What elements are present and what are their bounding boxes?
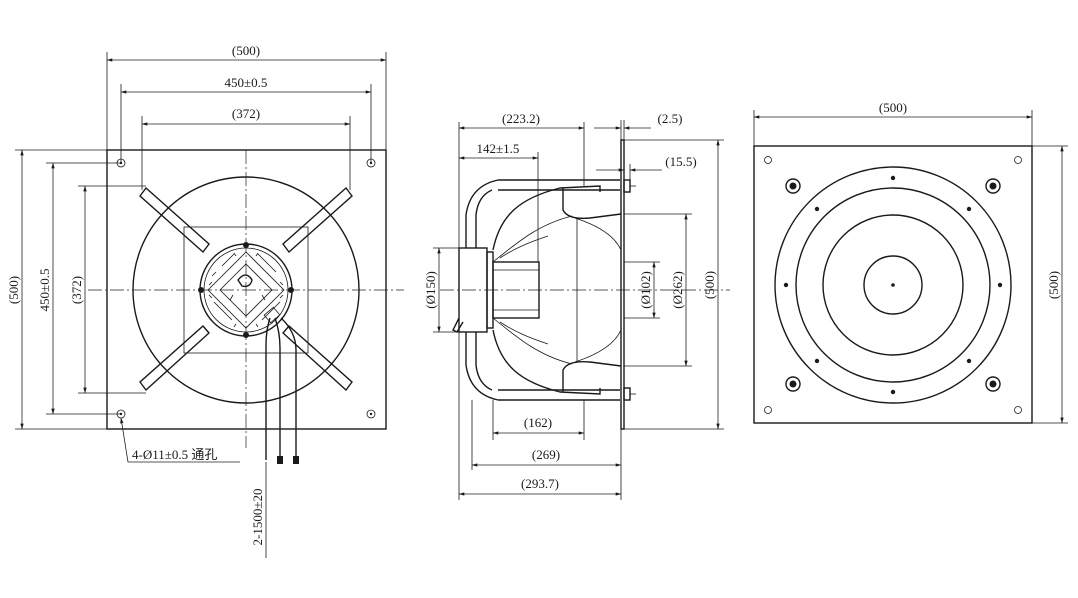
dim-front-height: (500) bbox=[6, 276, 21, 304]
rear-hub bbox=[863, 255, 923, 315]
front-view: (500) 450±0.5 (372) (500) 450±0.5 (372) … bbox=[6, 43, 404, 558]
rear-bolt bbox=[785, 178, 801, 194]
front-mount-hole bbox=[366, 409, 376, 419]
front-hole-note: 4-Ø11±0.5 通孔 bbox=[132, 447, 217, 462]
rear-mount-hole bbox=[1014, 156, 1022, 164]
rear-mount-hole bbox=[764, 156, 772, 164]
dim-front-bracket-height: (372) bbox=[69, 276, 84, 304]
rear-bolt bbox=[985, 376, 1001, 392]
rear-view: (500) (500) bbox=[753, 100, 1068, 424]
dim-side-162: (162) bbox=[524, 415, 552, 430]
dim-side-223: (223.2) bbox=[502, 111, 540, 126]
front-cables bbox=[265, 317, 299, 464]
rear-bolt bbox=[985, 178, 1001, 194]
rear-rivets bbox=[783, 175, 1003, 395]
dim-front-hole-pitch-h: 450±0.5 bbox=[225, 75, 268, 90]
side-impeller bbox=[492, 185, 622, 395]
dim-front-width: (500) bbox=[232, 43, 260, 58]
front-motor-hub bbox=[198, 242, 294, 338]
dim-side-dia102: (Ø102) bbox=[638, 271, 653, 309]
rear-plate bbox=[753, 145, 1033, 424]
dim-front-hole-pitch-v: 450±0.5 bbox=[37, 269, 52, 312]
rear-outer-ring bbox=[774, 166, 1012, 404]
dim-side-dia150: (Ø150) bbox=[423, 271, 438, 309]
dim-side-dia262: (Ø262) bbox=[670, 271, 685, 309]
dim-side-2-5: (2.5) bbox=[658, 111, 683, 126]
side-plate bbox=[620, 139, 625, 430]
front-plate bbox=[106, 149, 387, 430]
dim-front-bracket-width: (372) bbox=[232, 106, 260, 121]
side-view: (223.2) 142±1.5 (2.5) (15.5) (Ø150) (Ø10… bbox=[423, 111, 730, 500]
dim-side-15-5: (15.5) bbox=[665, 154, 696, 169]
dim-rear-height: (500) bbox=[1046, 271, 1061, 299]
front-support-arms bbox=[139, 186, 353, 392]
front-cable-length: 2-1500±20 bbox=[250, 489, 265, 546]
side-support-rods bbox=[465, 179, 636, 401]
rear-mount-hole bbox=[764, 406, 772, 414]
dim-side-269: (269) bbox=[532, 447, 560, 462]
dim-rear-width: (500) bbox=[879, 100, 907, 115]
dim-side-142: 142±1.5 bbox=[477, 141, 520, 156]
dim-side-height: (500) bbox=[702, 271, 717, 299]
dim-side-293: (293.7) bbox=[521, 476, 559, 491]
rear-bolt bbox=[785, 376, 801, 392]
rear-mount-hole bbox=[1014, 406, 1022, 414]
